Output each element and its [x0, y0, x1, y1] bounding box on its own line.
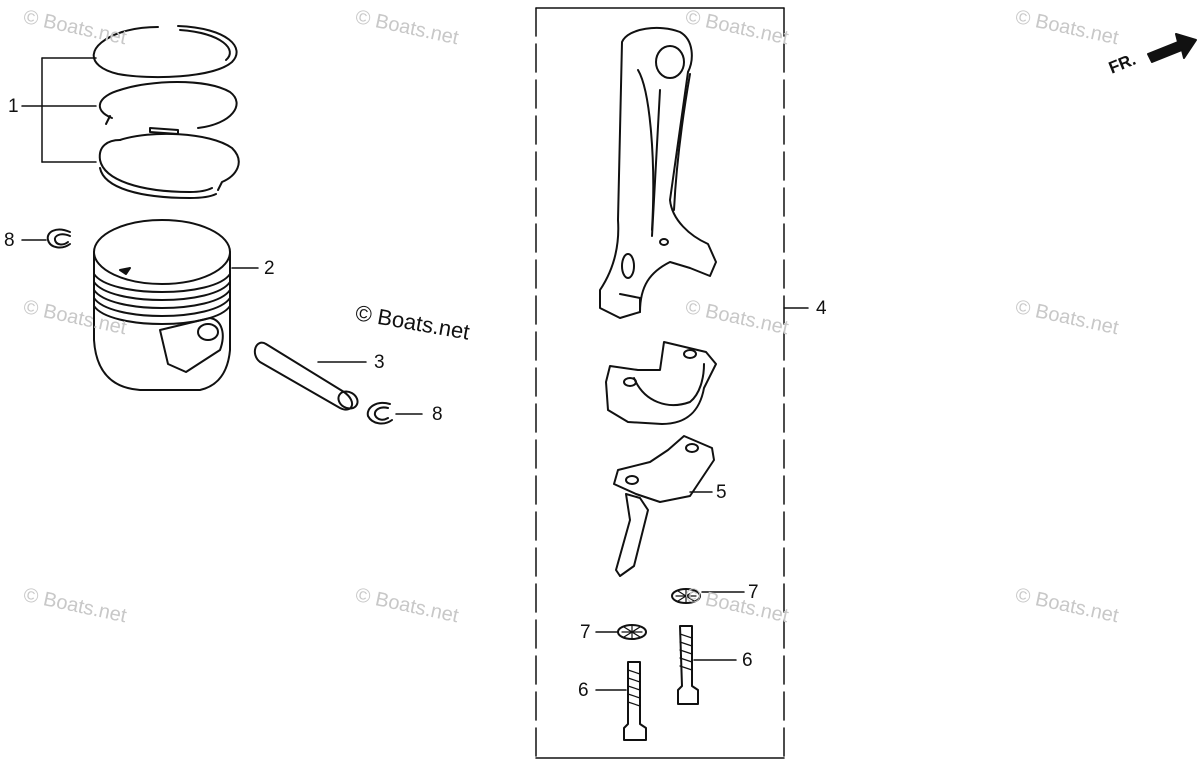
circlip-left — [21, 228, 71, 249]
callout-5: 5 — [716, 482, 727, 503]
connecting-rod — [599, 26, 717, 319]
callout-8-left: 8 — [4, 230, 15, 251]
callout-8-right: 8 — [432, 404, 443, 425]
callout-4: 4 — [816, 298, 827, 319]
callout-7-lower: 7 — [580, 622, 591, 643]
assembly-box — [535, 7, 809, 759]
circlip-right — [366, 402, 423, 425]
callout-7-upper: 7 — [748, 582, 759, 603]
rod-cap — [605, 341, 717, 425]
oil-dipper — [613, 435, 715, 577]
front-arrow-icon — [1147, 33, 1197, 63]
callout-1: 1 — [8, 96, 19, 117]
callout-3: 3 — [374, 352, 385, 373]
lock-washers — [595, 588, 745, 640]
piston — [93, 219, 259, 391]
piston-rings — [92, 25, 240, 199]
callout-6-upper: 6 — [742, 650, 753, 671]
bolts — [595, 625, 737, 741]
callout-6-lower: 6 — [578, 680, 589, 701]
callout-bracket-1 — [21, 57, 97, 163]
callout-2: 2 — [264, 258, 275, 279]
piston-pin — [253, 341, 367, 411]
